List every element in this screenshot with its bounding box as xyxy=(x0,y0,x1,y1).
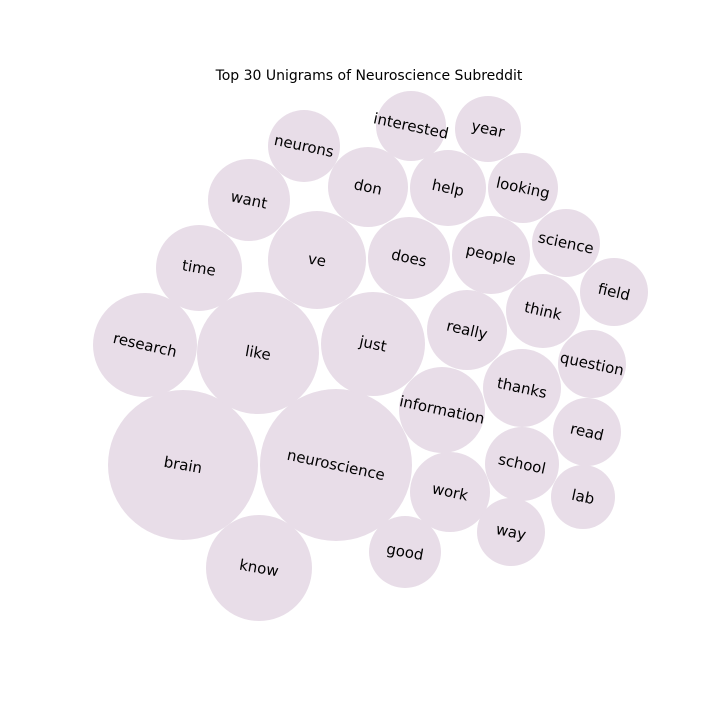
bubble-label-time: time xyxy=(181,256,218,280)
bubble-way xyxy=(477,498,545,566)
bubble-don xyxy=(328,147,408,227)
bubble-label-like: like xyxy=(244,342,272,364)
bubble-ve xyxy=(268,211,366,309)
bubble-just xyxy=(321,292,425,396)
bubble-label-just: just xyxy=(357,332,389,356)
bubble-people xyxy=(452,216,530,294)
bubble-does xyxy=(368,217,450,299)
bubble-information xyxy=(399,367,485,453)
bubble-label-lab: lab xyxy=(570,486,596,508)
bubble-think xyxy=(506,274,580,348)
bubble-science xyxy=(532,209,600,277)
bubble-read xyxy=(553,398,621,466)
bubble-school xyxy=(485,427,559,501)
bubble-know xyxy=(206,515,312,621)
bubble-help xyxy=(410,150,486,226)
bubble-looking xyxy=(488,153,558,223)
bubble-neurons xyxy=(268,110,340,182)
bubble-good xyxy=(369,516,441,588)
bubble-interested xyxy=(376,91,446,161)
bubble-lab xyxy=(551,465,615,529)
bubble-question xyxy=(558,330,626,398)
bubble-label-way: way xyxy=(494,520,528,544)
bubble-year xyxy=(455,96,521,162)
bubble-want xyxy=(208,159,290,241)
bubble-work xyxy=(410,452,490,532)
bubble-label-don: don xyxy=(352,175,383,198)
bubble-label-ve: ve xyxy=(307,250,328,271)
bubble-neuroscience xyxy=(260,389,412,541)
bubble-time xyxy=(156,225,242,311)
bubble-field xyxy=(580,258,648,326)
bubble-thanks xyxy=(483,349,561,427)
bubble-really xyxy=(427,290,507,370)
chart-title: Top 30 Unigrams of Neuroscience Subreddi… xyxy=(215,68,523,84)
bubble-like xyxy=(197,292,319,414)
bubble-brain xyxy=(108,390,258,540)
bubble-research xyxy=(93,293,197,397)
